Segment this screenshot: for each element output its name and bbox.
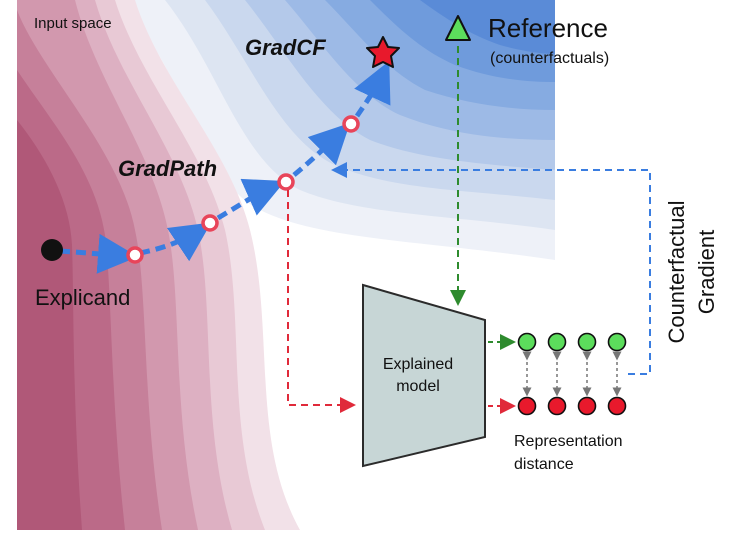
explicand-representation (517, 396, 627, 416)
distance-arrows (522, 351, 622, 397)
circle-icon (41, 239, 63, 261)
red-node (517, 396, 537, 416)
path-point (342, 115, 360, 133)
reference-label: Reference (488, 13, 608, 43)
gradpath-arrow (59, 60, 391, 274)
red-node (607, 396, 627, 416)
cf-gradient-label-2: Gradient (694, 230, 719, 314)
path-point (201, 214, 219, 232)
reference-representation (517, 332, 627, 352)
green-node (517, 332, 537, 352)
counterfactual-gradient-label: Counterfactual Gradient (664, 200, 719, 343)
counterfactual-gradient-arrow (331, 162, 651, 375)
green-node (547, 332, 567, 352)
green-node (577, 332, 597, 352)
representation-label-1: Representation (514, 433, 623, 450)
red-node (547, 396, 567, 416)
gradcf-label: GradCF (245, 35, 326, 60)
model-label-1: Explained (383, 356, 453, 373)
gradpath-label: GradPath (118, 156, 217, 181)
gradpath-points (126, 115, 360, 264)
model-label-2: model (396, 378, 440, 395)
input-space-contours (17, 0, 555, 530)
path-point (277, 173, 295, 191)
reference-sublabel: (counterfactuals) (490, 50, 609, 67)
path-to-model-arrow (287, 190, 356, 413)
green-node (607, 332, 627, 352)
red-node (577, 396, 597, 416)
triangle-icon (445, 15, 471, 41)
explained-model (362, 283, 486, 468)
path-point (126, 246, 144, 264)
star-icon (366, 36, 400, 68)
explicand-label: Explicand (35, 285, 130, 310)
cf-gradient-label-1: Counterfactual (664, 200, 689, 343)
representation-label-2: distance (514, 456, 574, 473)
input-space-label: Input space (34, 15, 112, 32)
